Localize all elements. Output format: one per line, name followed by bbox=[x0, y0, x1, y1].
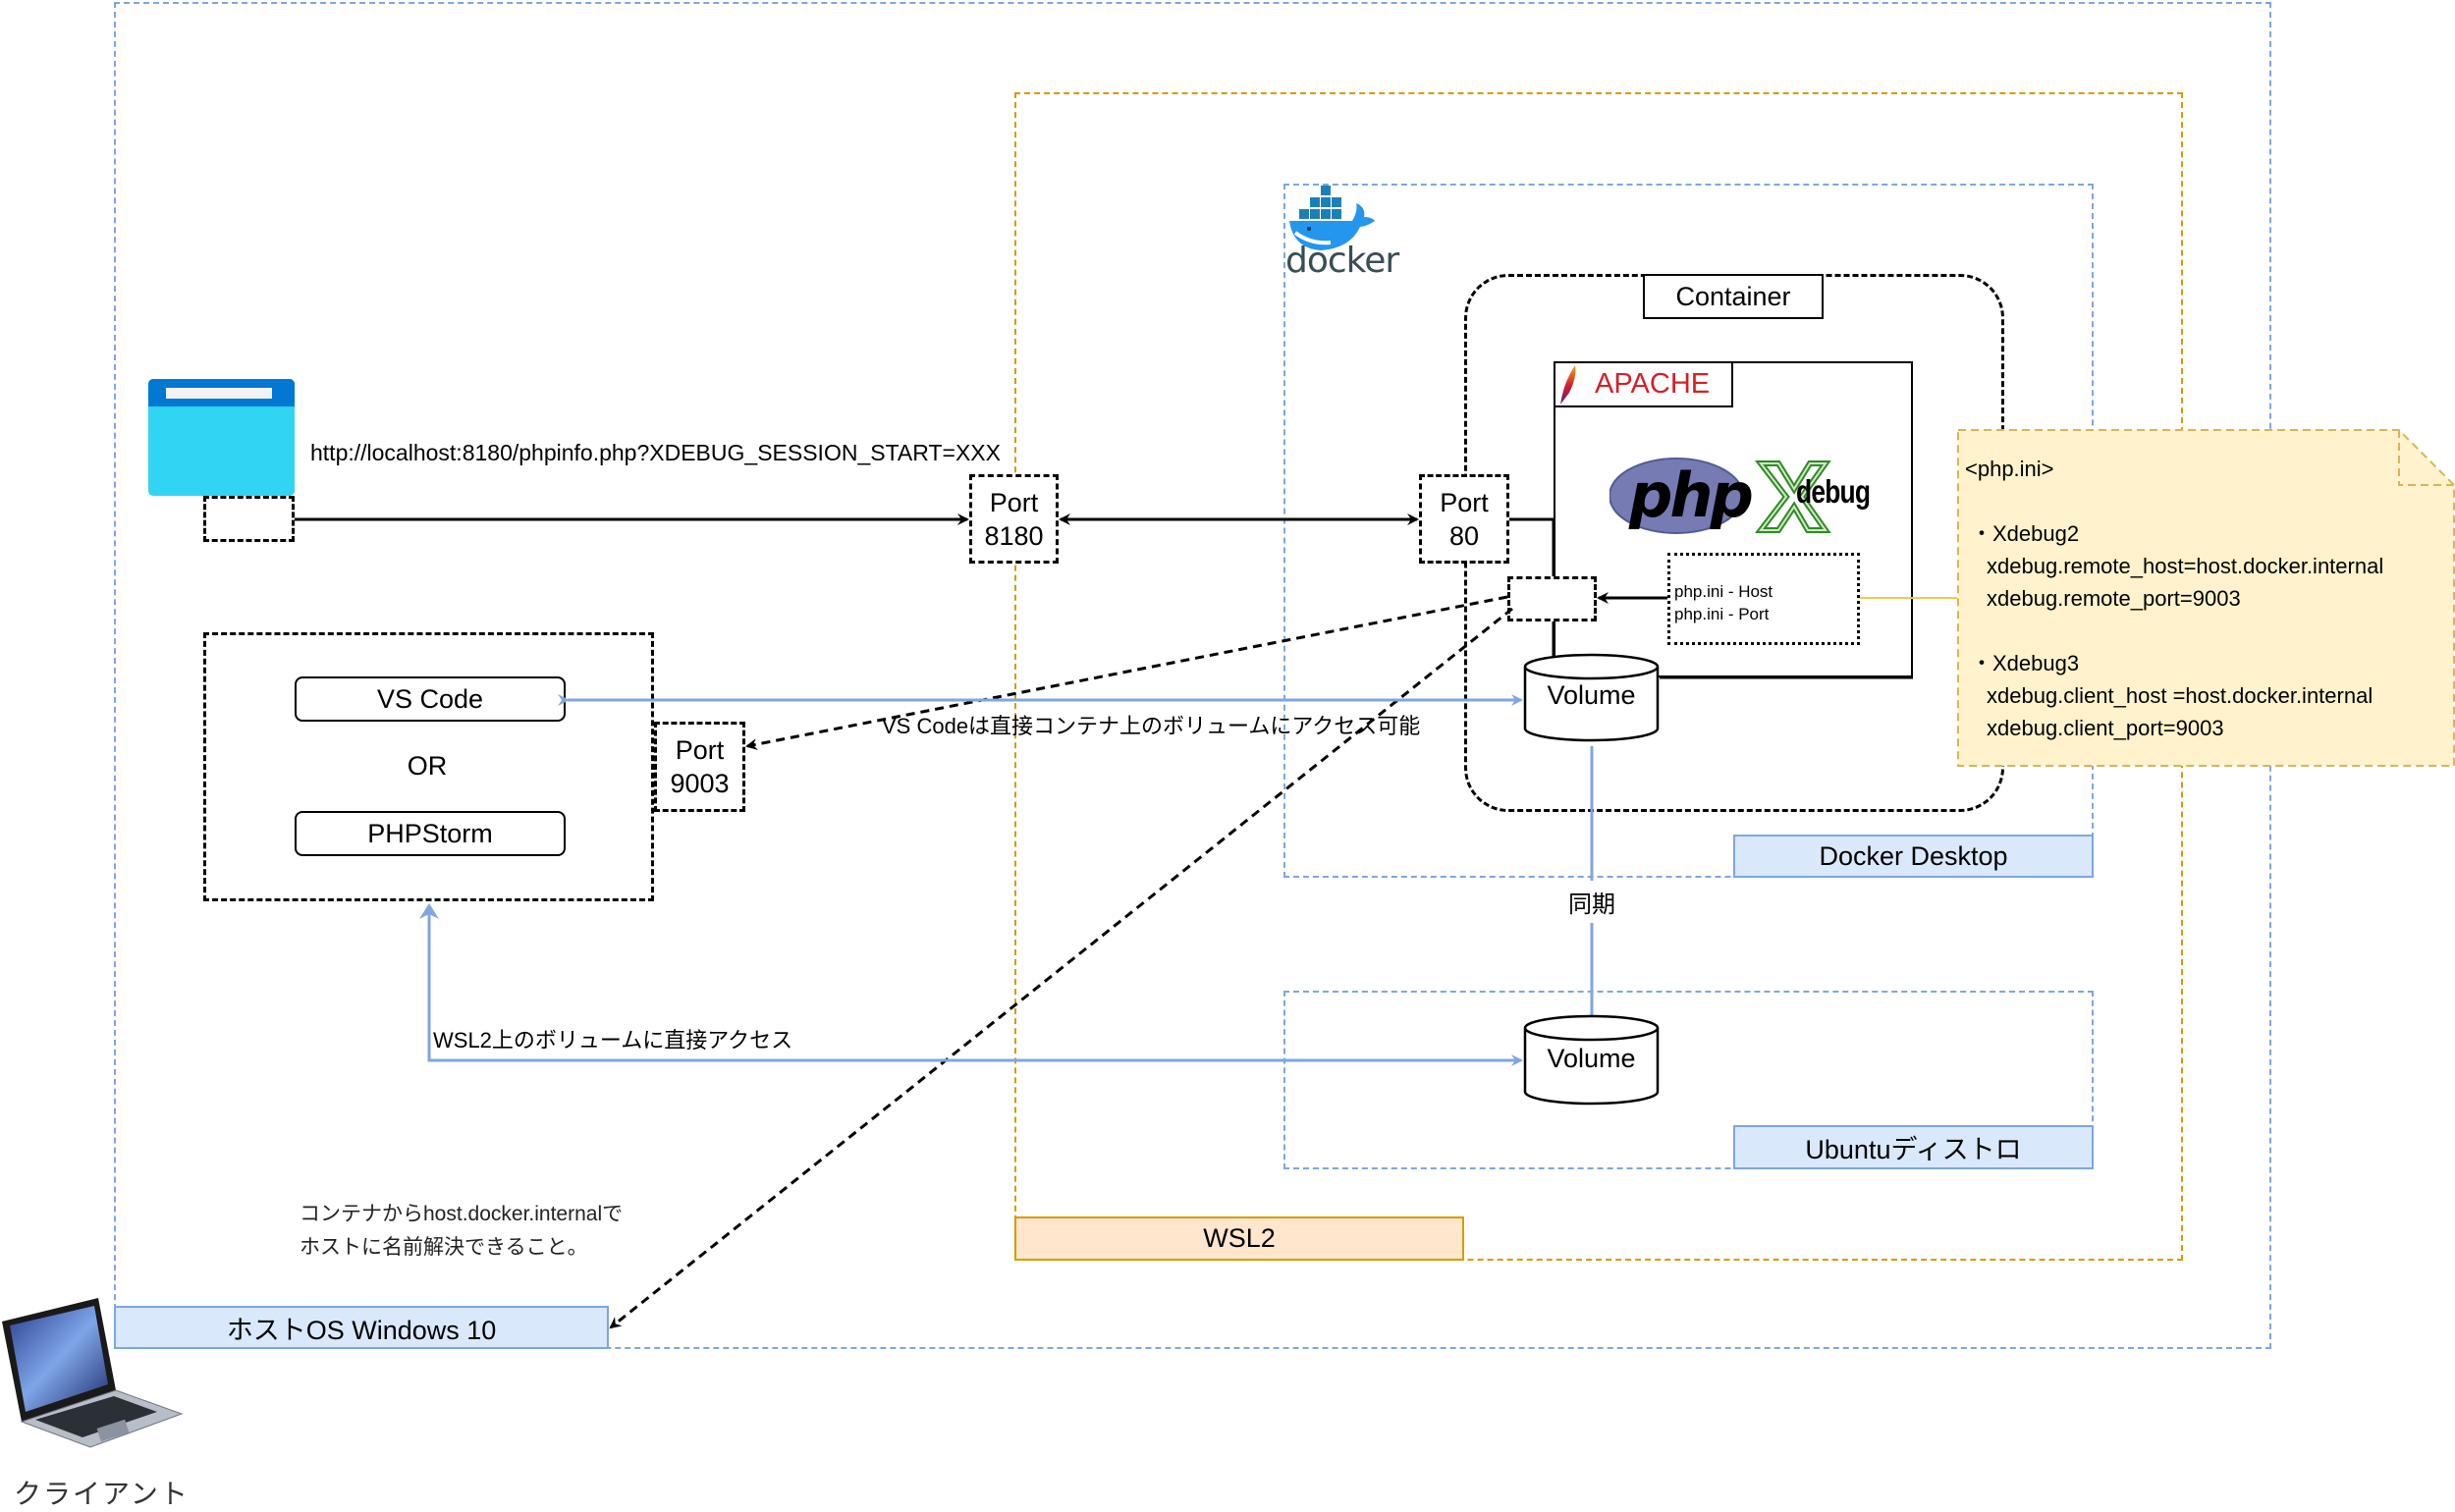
xdebug-x-icon bbox=[1754, 460, 1831, 533]
port-80-number: 80 bbox=[1448, 520, 1480, 551]
php-wordmark: php bbox=[1629, 459, 1754, 531]
wsl-volume: Volume bbox=[1523, 1014, 1660, 1106]
vscode-box[interactable]: VS Code bbox=[295, 676, 566, 722]
sync-label: 同期 bbox=[1562, 884, 1621, 919]
port-9003-label: Port bbox=[675, 735, 725, 765]
host-resolution-line2: ホストに名前解決できること。 bbox=[300, 1236, 588, 1259]
request-url: http://localhost:8180/phpinfo.php?XDEBUG… bbox=[310, 440, 1001, 465]
apache-wordmark: APACHE bbox=[1595, 368, 1711, 400]
port-8180: Port 8180 bbox=[969, 474, 1059, 564]
volume-cylinder-icon bbox=[1523, 1014, 1660, 1106]
container-label: Container bbox=[1643, 274, 1824, 319]
ubuntu-distro-label: Ubuntuディストロ bbox=[1733, 1125, 2094, 1169]
docker-desktop-label: Docker Desktop bbox=[1733, 835, 2094, 878]
note-xdebug3-line: xdebug.client_host =host.docker.internal bbox=[1987, 683, 2373, 708]
apache-feather-icon bbox=[1560, 364, 1576, 405]
phpini-settings-box: php.ini - Host php.ini - Port bbox=[1667, 553, 1860, 645]
note-xdebug2-heading: ・Xdebug2 bbox=[1971, 521, 2080, 546]
wsl2-label: WSL2 bbox=[1014, 1216, 1464, 1261]
container-volume: Volume bbox=[1523, 653, 1660, 742]
laptop-icon bbox=[2, 1298, 184, 1448]
port-80: Port 80 bbox=[1419, 474, 1509, 564]
host-os-label: ホストOS Windows 10 bbox=[114, 1306, 609, 1349]
xdebug-outgoing-port bbox=[1507, 576, 1597, 621]
note-xdebug2-line: xdebug.remote_host=host.docker.internal bbox=[1987, 554, 2384, 578]
note-xdebug3-heading: ・Xdebug3 bbox=[1971, 651, 2080, 675]
xdebug-wordmark: debug bbox=[1796, 473, 1871, 510]
docker-wordmark: docker bbox=[1285, 241, 1399, 281]
vscode-access-label: VS Codeは直接コンテナ上のボリュームにアクセス可能 bbox=[882, 714, 1421, 738]
container-volume-label: Volume bbox=[1547, 679, 1636, 710]
browser-port bbox=[203, 496, 295, 542]
php-xdebug-logo: php debug bbox=[1609, 458, 1871, 534]
volume-cylinder-icon bbox=[1523, 653, 1660, 742]
browser-titlebar bbox=[148, 379, 295, 406]
port-8180-number: 8180 bbox=[984, 520, 1044, 551]
port-8180-label: Port bbox=[989, 487, 1039, 517]
port-9003-number: 9003 bbox=[670, 769, 730, 798]
phpini-host-label: php.ini - Host bbox=[1674, 582, 1773, 601]
host-resolution-note: コンテナからhost.docker.internalで ホストに名前解決できるこ… bbox=[300, 1198, 623, 1265]
note-folded-corner-icon bbox=[1957, 429, 2455, 767]
or-label: OR bbox=[407, 750, 448, 781]
php-logo-icon bbox=[1609, 458, 1831, 534]
client-laptop bbox=[0, 1294, 187, 1449]
phpini-note: <php.ini> ・Xdebug2 xdebug.remote_host=ho… bbox=[1957, 429, 2455, 767]
port-80-label: Port bbox=[1440, 487, 1489, 517]
browser-icon bbox=[148, 379, 295, 496]
phpstorm-box[interactable]: PHPStorm bbox=[295, 811, 566, 856]
note-xdebug3-line: xdebug.client_port=9003 bbox=[1987, 716, 2224, 740]
host-resolution-line1: コンテナからhost.docker.internalで bbox=[300, 1203, 624, 1225]
docker-logo: docker bbox=[1282, 182, 1399, 281]
phpini-port-label: php.ini - Port bbox=[1674, 605, 1770, 623]
wsl-volume-label: Volume bbox=[1547, 1043, 1636, 1073]
docker-whale-icon bbox=[1289, 186, 1375, 250]
port-9003: Port 9003 bbox=[654, 722, 745, 812]
note-title: <php.ini> bbox=[1965, 457, 2054, 481]
apache-logo: APACHE bbox=[1554, 361, 1733, 407]
note-xdebug2-line: xdebug.remote_port=9003 bbox=[1987, 586, 2241, 611]
wsl-access-label: WSL2上のボリュームに直接アクセス bbox=[433, 1028, 793, 1053]
client-label: クライアント bbox=[14, 1479, 190, 1509]
